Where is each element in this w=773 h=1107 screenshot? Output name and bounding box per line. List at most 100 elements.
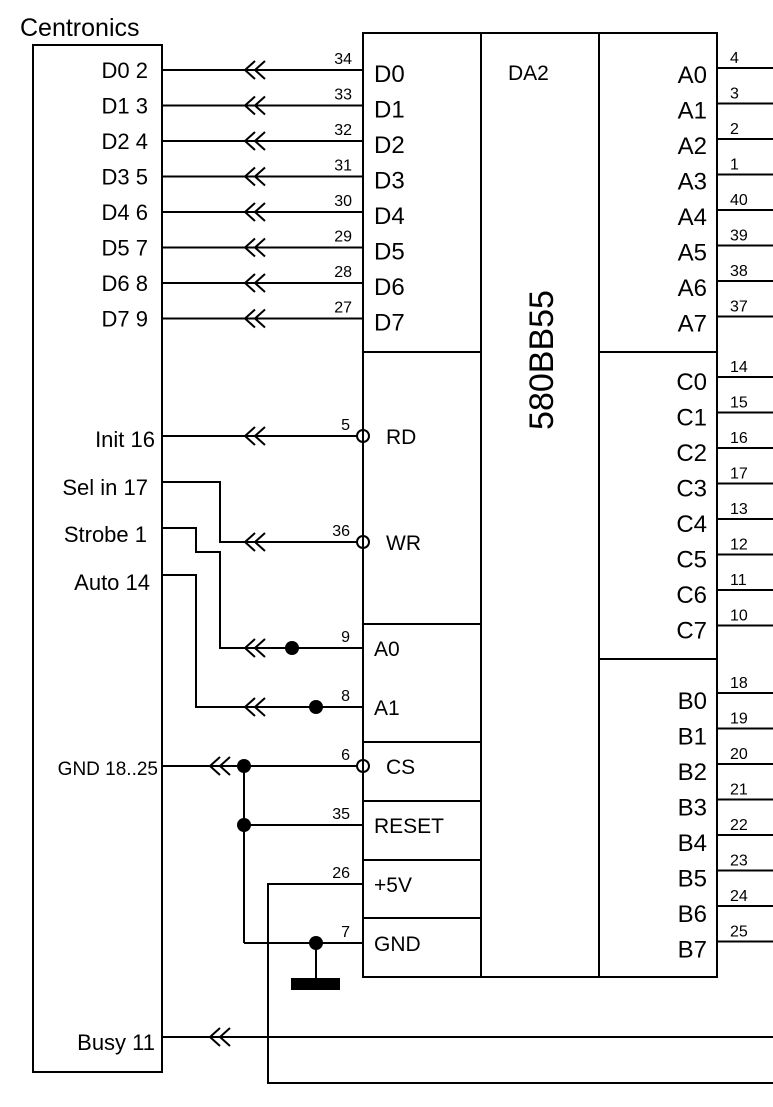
chip-data-pin-number: 30 bbox=[334, 193, 352, 210]
chip-body bbox=[362, 32, 718, 978]
connector-data-pin-label: D6 8 bbox=[102, 271, 148, 296]
data-arrow bbox=[243, 95, 266, 116]
port-pin-label: B4 bbox=[678, 830, 707, 857]
chip-data-pin-number: 29 bbox=[334, 229, 352, 246]
connector-data-pin-label: D5 7 bbox=[102, 236, 148, 261]
port-pin-number: 25 bbox=[730, 924, 748, 941]
chip-data-pin-label: D1 bbox=[374, 97, 405, 124]
chip-data-pin-label: D2 bbox=[374, 132, 405, 159]
port-pin-label: B6 bbox=[678, 901, 707, 928]
port-pin-number: 1 bbox=[730, 157, 739, 174]
connector-data-pin-label: D0 2 bbox=[102, 58, 148, 83]
connector-strobe-label: Strobe 1 bbox=[64, 522, 147, 547]
control-wiring bbox=[162, 429, 773, 1084]
port-pin-label: C7 bbox=[676, 618, 707, 645]
port-pin-number: 18 bbox=[730, 675, 748, 692]
chip-data-pin-label: D7 bbox=[374, 310, 405, 337]
control-pin-number: 5 bbox=[341, 417, 350, 434]
chip-data-pin-label: D4 bbox=[374, 203, 405, 230]
port-pin-number: 22 bbox=[730, 817, 748, 834]
chip-data-pin-label: D3 bbox=[374, 168, 405, 195]
chip-data-pin-label: D6 bbox=[374, 274, 405, 301]
control-pin-label: A1 bbox=[374, 697, 400, 720]
data-arrow bbox=[243, 202, 266, 222]
port-pin-label: B5 bbox=[678, 866, 707, 893]
connector-title: Centronics bbox=[20, 14, 140, 42]
port-pin-label: C6 bbox=[676, 582, 707, 609]
port-pin-number: 2 bbox=[730, 121, 739, 138]
chip-data-pin-number: 28 bbox=[334, 264, 352, 281]
port-pin-label: C5 bbox=[676, 547, 707, 574]
port-pin-number: 12 bbox=[730, 537, 748, 554]
port-pin-number: 40 bbox=[730, 192, 748, 209]
port-pin-number: 13 bbox=[730, 501, 748, 518]
port-pin-label: B2 bbox=[678, 759, 707, 786]
data-arrow bbox=[243, 60, 266, 80]
connector-sel-in-label: Sel in 17 bbox=[62, 475, 148, 500]
port-pin-number: 20 bbox=[730, 746, 748, 763]
data-arrow bbox=[243, 237, 266, 258]
connector-init-label: Init 16 bbox=[95, 427, 155, 452]
port-pin-label: A4 bbox=[678, 204, 707, 231]
control-pin-label: CS bbox=[386, 756, 415, 779]
port-pin-label: C2 bbox=[676, 440, 707, 467]
control-pin-label: A0 bbox=[374, 638, 400, 661]
port-pin-number: 38 bbox=[730, 263, 748, 280]
port-pin-label: B0 bbox=[678, 688, 707, 715]
control-pin-number: 7 bbox=[341, 924, 350, 941]
chip-data-pin-label: D5 bbox=[374, 239, 405, 266]
control-pin-number: 26 bbox=[332, 865, 350, 882]
port-pin-number: 11 bbox=[730, 572, 747, 589]
port-pin-label: A3 bbox=[678, 169, 707, 196]
connector-data-pin-label: D2 4 bbox=[102, 129, 148, 154]
connector-data-labels: D0 2 D1 3 D2 4 D3 5 D4 6 D5 7 D6 8 D7 9 bbox=[102, 58, 148, 332]
port-pin-label: B1 bbox=[678, 724, 707, 751]
chip-data-pin-number: 27 bbox=[334, 300, 352, 317]
port-pin-label: A6 bbox=[678, 275, 707, 302]
port-pin-number: 21 bbox=[730, 782, 748, 799]
input-arrows bbox=[208, 60, 266, 1047]
connector-data-pin-label: D3 5 bbox=[102, 165, 148, 190]
chip-data-pin-label: D0 bbox=[374, 61, 405, 88]
port-pin-number: 17 bbox=[730, 466, 748, 483]
port-pin-number: 3 bbox=[730, 86, 739, 103]
port-pin-label: A2 bbox=[678, 133, 707, 160]
port-pin-number: 23 bbox=[730, 853, 748, 870]
port-pin-label: C4 bbox=[676, 511, 707, 538]
control-pin-number: 9 bbox=[341, 629, 350, 646]
control-pin-number: 8 bbox=[341, 688, 350, 705]
control-pin-label: RESET bbox=[374, 815, 444, 838]
port-pin-number: 19 bbox=[730, 711, 748, 728]
port-pin-label: C3 bbox=[676, 476, 707, 503]
control-pin-label: GND bbox=[374, 933, 421, 956]
chip-designator: DA2 bbox=[508, 62, 549, 85]
connector-data-pin-label: D4 6 bbox=[102, 200, 148, 225]
connector-busy-label: Busy 11 bbox=[77, 1030, 155, 1055]
port-pin-number: 10 bbox=[730, 608, 748, 625]
control-pin-number: 35 bbox=[332, 806, 350, 823]
control-pin-label: +5V bbox=[374, 874, 412, 897]
port-pin-label: A1 bbox=[678, 98, 707, 125]
data-arrow bbox=[243, 166, 266, 187]
port-pin-label: A5 bbox=[678, 240, 707, 267]
data-arrow bbox=[243, 273, 266, 293]
chip-part-number: 580BB55 bbox=[523, 290, 561, 430]
connector-body bbox=[32, 44, 163, 1073]
ground-symbol bbox=[291, 978, 340, 990]
port-pin-number: 39 bbox=[730, 228, 748, 245]
connector-data-pin-label: D1 3 bbox=[102, 94, 148, 119]
port-pin-label: C1 bbox=[676, 405, 707, 432]
port-pin-number: 24 bbox=[730, 888, 748, 905]
port-pin-number: 4 bbox=[730, 50, 739, 67]
connector-auto-label: Auto 14 bbox=[74, 570, 150, 595]
port-pin-label: A0 bbox=[678, 62, 707, 89]
control-pin-number: 36 bbox=[332, 523, 350, 540]
port-pin-label: C0 bbox=[676, 369, 707, 396]
chip-ports: 4A03A12A21A340A439A538A637A714C015C116C2… bbox=[676, 50, 773, 964]
port-pin-number: 15 bbox=[730, 395, 748, 412]
chip-data-pin-number: 31 bbox=[334, 158, 352, 175]
connector-data-pin-label: D7 9 bbox=[102, 307, 148, 332]
port-pin-label: B3 bbox=[678, 795, 707, 822]
